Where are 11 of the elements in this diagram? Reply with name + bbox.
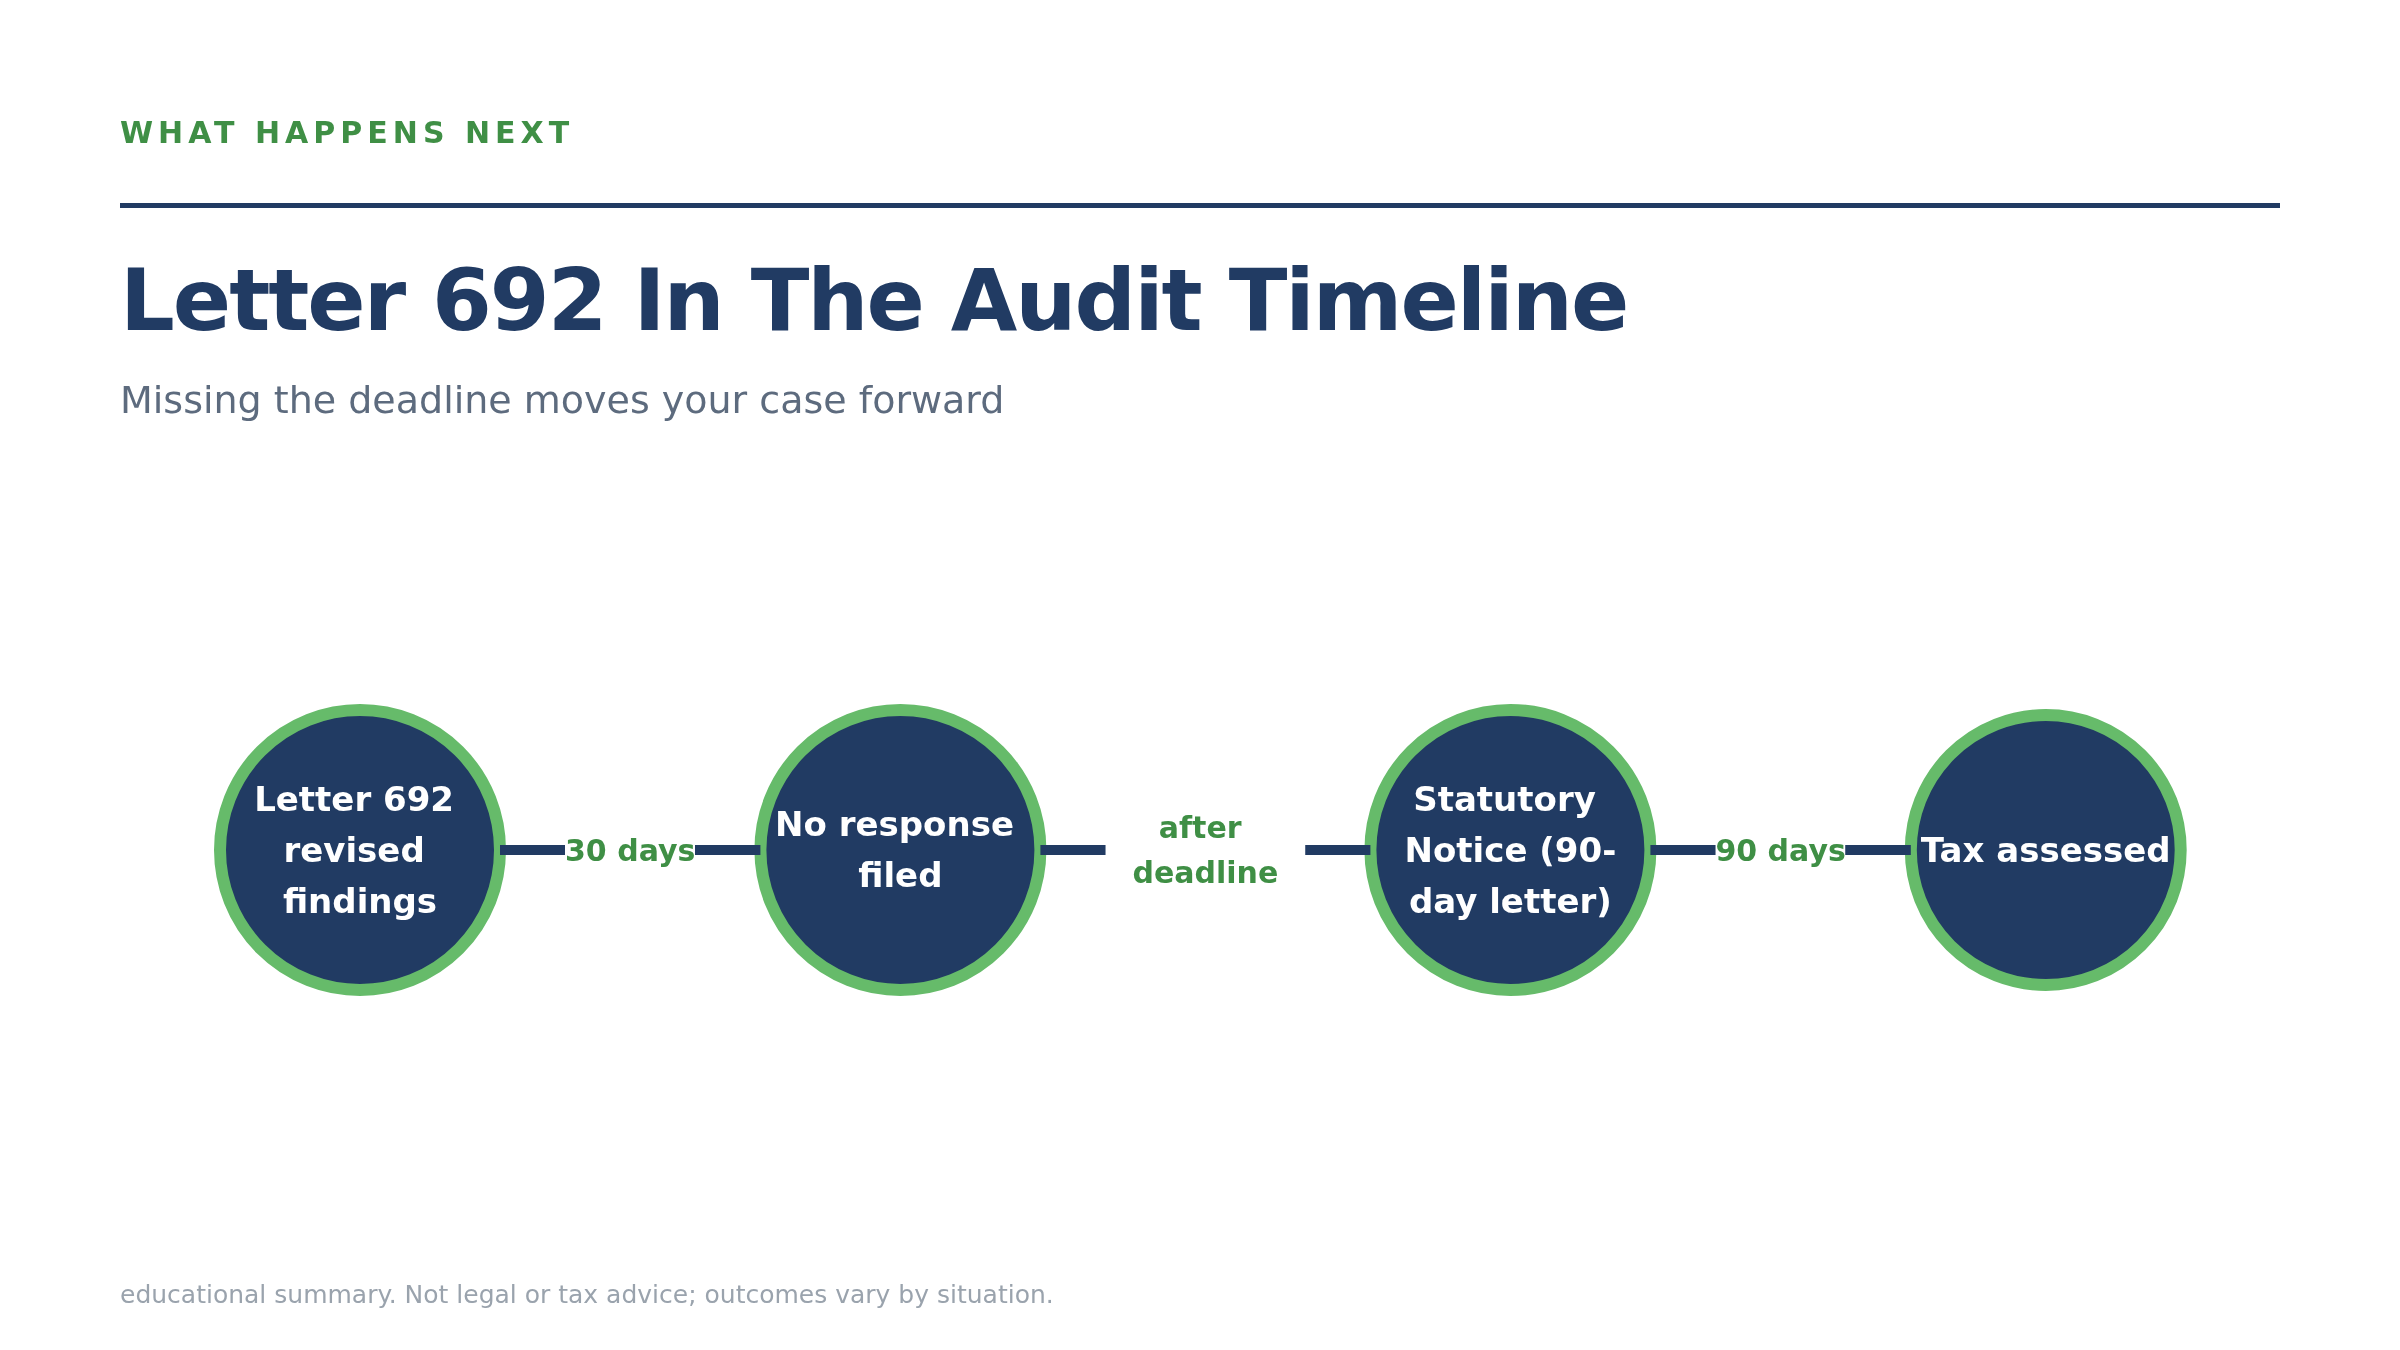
subtitle: Missing the deadline moves your case forward	[120, 378, 1005, 422]
node-circle: Tax assessed	[1904, 709, 2187, 991]
eyebrow-text: WHAT HAPPENS NEXT	[120, 115, 575, 150]
node-circle: Statutory Notice (90-day letter)	[1364, 704, 1657, 996]
footer-note: educational summary. Not legal or tax advice; outcomes vary by situation.	[120, 1280, 1054, 1309]
node-circle: Letter 692 revised findings	[213, 704, 506, 996]
edge-label: 30 days	[564, 832, 696, 868]
page-title: Letter 692 In The Audit Timeline	[120, 250, 1628, 350]
node-circle: No response filed	[754, 704, 1047, 996]
edge-label: 90 days	[1715, 832, 1846, 868]
edge-label: after deadline	[1132, 810, 1278, 890]
